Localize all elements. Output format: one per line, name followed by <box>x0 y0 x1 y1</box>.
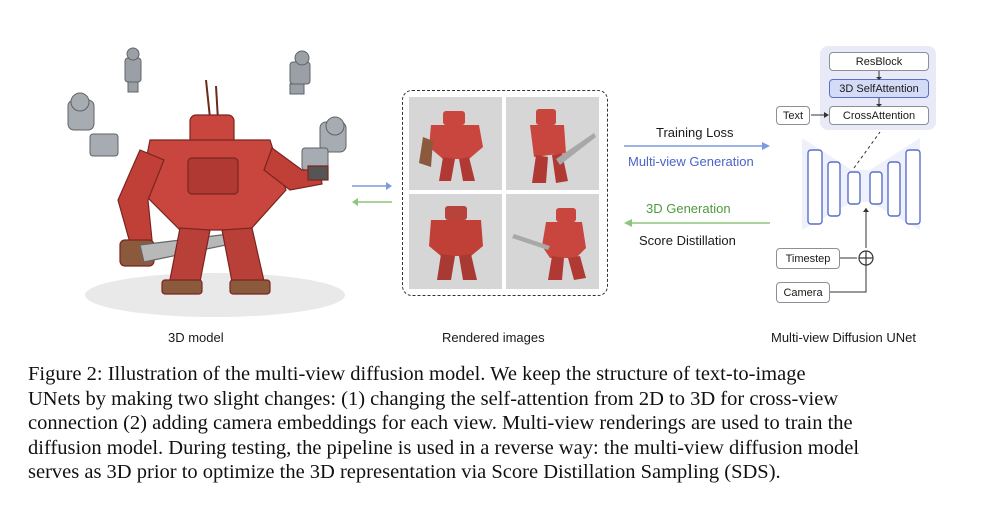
unet-layer <box>869 171 883 205</box>
caption-line: connection (2) adding camera embeddings … <box>28 412 853 434</box>
caption-line: UNets by making two slight changes: (1) … <box>28 387 839 410</box>
robot-render-icon <box>429 206 483 280</box>
rendered-view-tile <box>506 194 599 289</box>
label-score-distillation: Score Distillation <box>639 233 736 248</box>
unet-diagram <box>802 131 921 293</box>
unet-layer <box>887 161 901 217</box>
label-training-loss: Training Loss <box>656 125 734 140</box>
caption-line: Figure 2: Illustration of the multi-view… <box>28 363 806 385</box>
camera-icon <box>301 116 347 171</box>
rendered-images-panel <box>402 90 608 296</box>
camera-icon <box>67 92 119 157</box>
robot-render-icon <box>512 208 586 280</box>
arrow-right-icon <box>352 182 392 190</box>
label-unet: Multi-view Diffusion UNet <box>771 330 916 345</box>
timestep-box: Timestep <box>776 248 840 269</box>
ground-shadow <box>85 273 345 317</box>
caption-line: diffusion model. During testing, the pip… <box>28 436 860 459</box>
resblock-box: ResBlock <box>829 52 929 71</box>
camera-icon <box>124 47 142 93</box>
rendered-view-tile <box>506 97 599 190</box>
arrow-left-icon <box>624 219 770 227</box>
cross-attention-box: CrossAttention <box>829 106 929 125</box>
unet-layer <box>905 149 921 225</box>
label-multiview-generation: Multi-view Generation <box>628 154 754 169</box>
camera-icon <box>289 50 311 95</box>
self-attention-box: 3D SelfAttention <box>829 79 929 98</box>
robot-render-icon <box>419 111 483 181</box>
unet-layer <box>807 149 823 225</box>
arrow-left-icon <box>352 198 392 206</box>
model-render-arrows <box>352 182 392 206</box>
text-input-box: Text <box>776 106 810 125</box>
camera-box: Camera <box>776 282 830 303</box>
arrow-right-icon <box>811 112 829 118</box>
arrow-right-icon <box>624 142 770 150</box>
zoom-dashed-line <box>853 131 881 169</box>
unet-layer <box>827 161 841 217</box>
robot-render-icon <box>530 109 596 183</box>
rendered-view-tile <box>409 97 502 190</box>
block-connectors <box>876 71 882 107</box>
rendered-view-tile <box>409 194 502 289</box>
label-3d-generation: 3D Generation <box>646 201 731 216</box>
robot-figure <box>117 79 329 295</box>
label-3d-model: 3D model <box>168 330 224 345</box>
unet-layer <box>847 171 861 205</box>
caption-line: serves as 3D prior to optimize the 3D re… <box>28 461 781 483</box>
label-rendered-images: Rendered images <box>442 330 545 345</box>
figure-caption: Figure 2: Illustration of the multi-view… <box>28 362 958 485</box>
robot-3d-model-illustration <box>67 47 347 317</box>
